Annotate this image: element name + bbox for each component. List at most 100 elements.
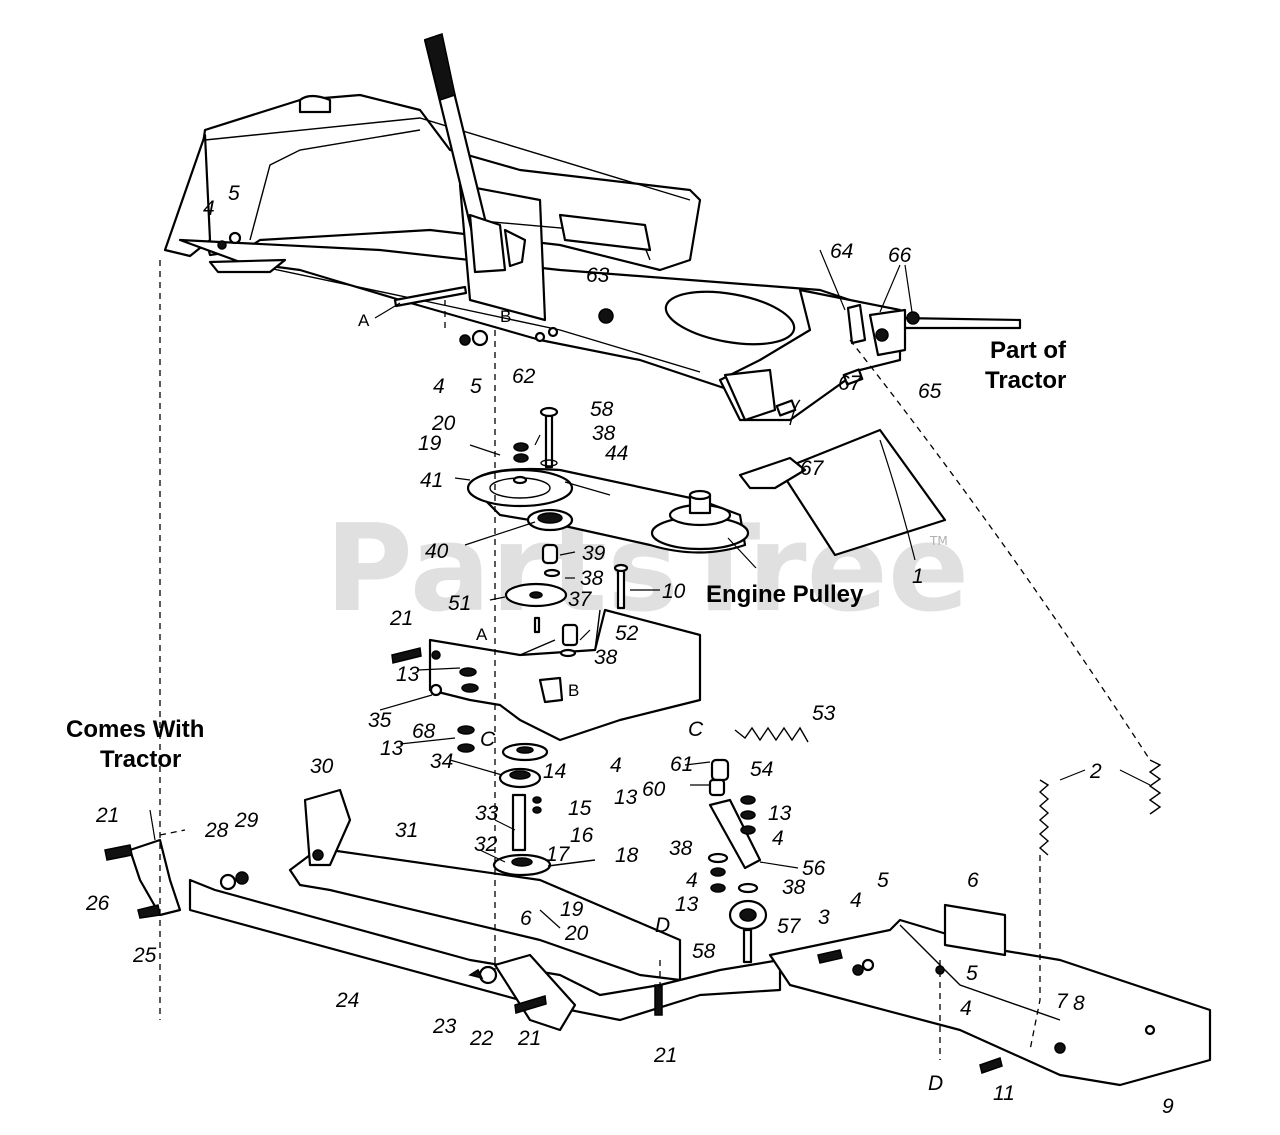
part-callout: 41 (420, 469, 443, 492)
part-callout: 35 (368, 709, 392, 732)
part-callout: 11 (993, 1082, 1015, 1105)
part-callout: 5 (228, 182, 240, 205)
part-callout: 21 (653, 1044, 677, 1067)
part-callout: 13 (768, 802, 792, 825)
comes-with-tractor-caption-1: Comes With (66, 716, 204, 743)
idler-bracket (391, 608, 702, 753)
watermark-trademark: TM (929, 534, 948, 548)
part-callout: 24 (335, 989, 359, 1012)
part-callout: 38 (782, 876, 806, 899)
part-callout: 1 (912, 565, 924, 588)
ref-letter: A (476, 625, 488, 644)
part-callout: 4 (203, 197, 215, 220)
part-callout: 52 (615, 622, 639, 645)
ref-letter: B (568, 681, 579, 700)
alignment-lines (159, 260, 1151, 1060)
part-callout: 13 (614, 786, 638, 809)
comes-with-tractor-caption-2: Tractor (100, 746, 181, 773)
part-callout: 5 (877, 869, 889, 892)
part-callout: 67 (800, 457, 825, 480)
lower-frame (104, 759, 1212, 1087)
part-callout: 39 (582, 542, 606, 565)
part-callout: 14 (543, 760, 566, 783)
part-callout: 13 (675, 893, 699, 916)
part-callout: 4 (686, 869, 698, 892)
part-callout: 5 (470, 375, 482, 398)
part-callout: 2 (1089, 760, 1102, 783)
part-callout: 8 (1073, 992, 1085, 1015)
part-callout: 63 (586, 264, 610, 287)
part-callouts: 4 5 4 5 62 63 64 66 65 67 67 58 20 19 38… (85, 182, 1174, 1118)
part-callout: 60 (642, 778, 666, 801)
part-callout: 38 (669, 837, 693, 860)
part-callout: 65 (918, 380, 942, 403)
belt-guard (738, 428, 947, 557)
part-callout: 23 (432, 1015, 457, 1038)
part-callout: 13 (396, 663, 420, 686)
part-callout: 61 (670, 753, 693, 776)
part-callout: 44 (605, 442, 628, 465)
engine-pulley-caption: Engine Pulley (706, 581, 864, 608)
part-callout: 67 (838, 372, 863, 395)
part-callout: 29 (234, 809, 259, 832)
part-callout: 62 (512, 365, 536, 388)
part-callout: 64 (830, 240, 853, 263)
part-callout: 30 (310, 755, 334, 778)
part-callout: 37 (568, 588, 593, 611)
part-callout: 34 (430, 750, 453, 773)
ref-letter: D (928, 1072, 943, 1095)
part-callout: 32 (474, 833, 498, 856)
part-callout: 16 (570, 824, 594, 847)
part-callout: 17 (546, 843, 571, 866)
part-callout: 51 (448, 592, 471, 615)
part-callout: 19 (560, 898, 584, 921)
ref-letter: A (358, 311, 370, 330)
part-callout: 4 (960, 997, 972, 1020)
part-callout: 20 (564, 922, 589, 945)
part-callout: 20 (431, 412, 456, 435)
part-callout: 9 (1162, 1095, 1174, 1118)
idler-arm (707, 726, 809, 964)
part-callout: 19 (418, 432, 442, 455)
part-callout: 38 (580, 567, 604, 590)
part-callout: 66 (888, 244, 912, 267)
part-callout: 4 (772, 827, 784, 850)
ref-letter: B (500, 307, 511, 326)
part-callout: 4 (610, 754, 622, 777)
part-callout: 28 (204, 819, 229, 842)
part-callout: 4 (433, 375, 445, 398)
part-callout: 57 (777, 915, 802, 938)
part-callout: 38 (592, 422, 616, 445)
part-callout: 21 (95, 804, 119, 827)
part-of-tractor-caption-2: Tractor (985, 367, 1066, 394)
part-of-tractor-caption-1: Part of (990, 337, 1067, 364)
part-callout: 26 (85, 892, 110, 915)
reference-letters: A B A B C C D D (358, 307, 943, 1095)
part-callout: 31 (395, 819, 418, 842)
part-callout: 21 (389, 607, 413, 630)
ref-letter: C (688, 718, 704, 741)
leader-lines (149, 249, 1151, 929)
part-callout: 54 (750, 758, 773, 781)
part-callout: 58 (692, 940, 716, 963)
ref-letter: D (655, 914, 670, 937)
part-callout: 68 (412, 720, 436, 743)
part-callout: 53 (812, 702, 836, 725)
part-callout: 4 (850, 889, 862, 912)
part-callout: 22 (469, 1027, 494, 1050)
part-callout: 38 (594, 646, 618, 669)
part-callout: 6 (520, 907, 532, 930)
part-callout: 40 (425, 540, 449, 563)
tractor-frame-upper (163, 33, 1022, 426)
part-callout: 33 (475, 802, 499, 825)
part-callout: 13 (380, 737, 404, 760)
ref-letter: C (480, 728, 496, 751)
part-callout: 56 (802, 857, 826, 880)
part-callout: 6 (967, 869, 979, 892)
part-callout: 5 (966, 962, 978, 985)
part-callout: 58 (590, 398, 614, 421)
part-callout: 10 (662, 580, 686, 603)
pulley-assembly (466, 406, 757, 610)
part-callout: 18 (615, 844, 639, 867)
